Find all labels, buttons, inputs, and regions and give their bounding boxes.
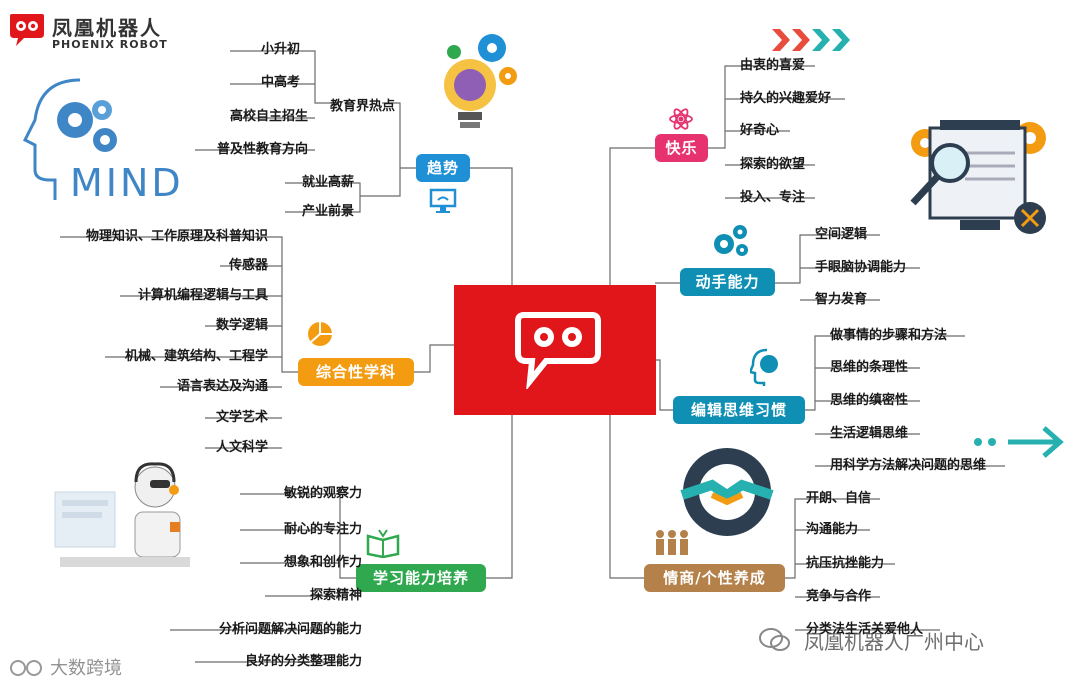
trend-item: 产业前景 [302,204,354,220]
eq-item: 抗压抗挫能力 [806,556,884,572]
brain-head-icon [750,348,784,386]
subject-item: 传感器 [229,258,268,274]
phoenix-logo-icon [512,309,602,389]
people-icon [652,528,692,558]
brand-logo: 凤凰机器人 PHOENIX ROBOT [8,10,178,54]
hands-on-item: 手眼脑协调能力 [815,260,906,276]
mind-label: MIND [70,161,184,205]
logic-item: 做事情的步骤和方法 [830,328,947,344]
node-hands-on: 动手能力 [680,268,775,296]
mind-illustration: MIND [20,75,180,205]
gears-icon [710,222,750,258]
happy-item: 探索的欲望 [740,157,805,173]
happy-item: 由衷的喜爱 [740,58,805,74]
logic-item: 思维的条理性 [830,360,908,376]
brand-name-en: PHOENIX ROBOT [52,38,168,51]
happy-item: 投入、专注 [740,190,805,206]
wechat-icon [758,626,792,654]
handshake-gear-icon [672,440,782,540]
node-eq: 情商/个性养成 [644,564,785,592]
trend-hot-item: 小升初 [261,42,300,58]
learning-item: 想象和创作力 [284,555,362,571]
logic-item: 用科学方法解决问题的思维 [830,458,986,474]
subject-item: 数学逻辑 [216,318,268,334]
subject-item: 语言表达及沟通 [177,379,268,395]
center-logo-box [454,285,656,415]
trend-item: 就业高薪 [302,175,354,191]
node-happy: 快乐 [655,134,708,162]
hands-on-item: 智力发育 [815,292,867,308]
eq-item: 开朗、自信 [806,491,871,507]
happy-item: 好奇心 [740,123,779,139]
eq-item: 竞争与合作 [806,589,871,605]
logic-item: 生活逻辑思维 [830,426,908,442]
brand-name-cn: 凤凰机器人 [52,12,162,41]
book-icon [365,528,401,558]
robot-icon [50,462,200,582]
watermark-corner: 大数跨境 [50,654,122,680]
logic-item: 思维的缜密性 [830,393,908,409]
happy-item: 持久的兴趣爱好 [740,91,831,107]
phoenix-logo-icon [8,10,46,50]
trend-hot-item: 高校自主招生 [230,109,308,125]
watermark-wechat: 凤凰机器人广州中心 [804,626,984,655]
learning-item: 分析问题解决问题的能力 [219,622,362,638]
trend-hot-label: 教育界热点 [330,95,395,114]
node-learning: 学习能力培养 [356,564,486,592]
node-trend: 趋势 [416,154,470,182]
corner-logo-icon [8,656,48,680]
subject-item: 机械、建筑结构、工程学 [125,349,268,365]
magnifier-screen-icon [905,108,1055,243]
learning-item: 探索精神 [310,588,362,604]
pie-icon [306,320,334,348]
subject-item: 物理知识、工作原理及科普知识 [86,229,268,245]
hands-on-item: 空间逻辑 [815,227,867,243]
learning-item: 良好的分类整理能力 [245,654,362,670]
subject-item: 计算机编程逻辑与工具 [138,288,268,304]
arrows-icon [770,25,860,55]
arrow-right-icon [970,422,1070,462]
node-logic: 编辑思维习惯 [673,396,805,424]
trend-hot-item: 中高考 [261,75,300,91]
learning-item: 耐心的专注力 [284,522,362,538]
subject-item: 人文科学 [216,440,268,456]
node-subjects: 综合性学科 [298,358,414,386]
monitor-wifi-icon [428,188,458,214]
trend-hot-item: 普及性教育方向 [217,142,308,158]
atom-icon [668,106,694,132]
subject-item: 文学艺术 [216,410,268,426]
eq-item: 沟通能力 [806,522,858,538]
lightbulb-gears-icon [430,30,520,140]
learning-item: 敏锐的观察力 [284,486,362,502]
